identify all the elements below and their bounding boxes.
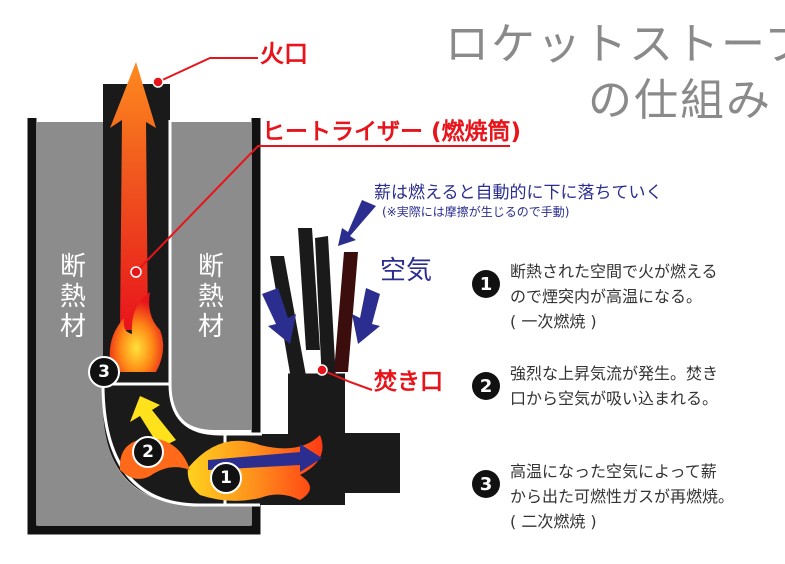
step-3-text: 高温になった空気によって薪 から出た可燃性ガスが再燃焼。 ( 二次燃焼 ) — [510, 460, 734, 534]
insulation-mid — [170, 384, 251, 430]
step-1-badge: 1 — [472, 270, 500, 298]
label-insulation-right: 断熱材 — [193, 252, 224, 342]
label-heat-riser: ヒートライザー (燃焼筒) — [262, 119, 522, 145]
air-arrow-right — [352, 288, 380, 344]
step-3-badge: 3 — [472, 470, 500, 498]
label-air: 空気 — [380, 256, 433, 286]
wood-note-arrow — [338, 200, 376, 246]
label-wood-note: 薪は燃えると自動的に下に落ちていく — [374, 183, 663, 203]
riser-flame — [109, 292, 164, 372]
label-firebox: 焚き口 — [374, 369, 443, 395]
air-arrow-left — [262, 288, 296, 344]
leader-chimney-top — [157, 57, 258, 83]
marker-step-2: 2 — [132, 436, 164, 468]
wood-stick-3 — [315, 236, 336, 382]
pipe-inner-line — [168, 120, 262, 436]
step-2-line-1: 強烈な上昇気流が発生。焚き — [510, 364, 719, 383]
insulation-right-block — [170, 122, 251, 384]
insulation-left-block — [37, 122, 103, 384]
heat-riser-pipe — [103, 84, 400, 505]
step-2-text: 強烈な上昇気流が発生。焚き 口から空気が吸い込まれる。 — [510, 362, 718, 412]
label-chimney-top: 火口 — [260, 40, 308, 68]
step-1-line-3: ( 一次燃焼 ) — [510, 311, 597, 331]
leader-heat-riser — [135, 145, 510, 273]
marker-step-1: 1 — [210, 462, 242, 494]
step-3-line-1: 高温になった空気によって薪 — [510, 462, 717, 481]
label-insulation-left: 断熱材 — [55, 252, 86, 342]
wood-stick-4 — [334, 252, 358, 372]
marker-step-3: 3 — [88, 356, 120, 388]
insulation-bottom — [37, 384, 251, 525]
step-2-badge: 2 — [472, 372, 500, 400]
step-1-text: 断熱された空間で火が燃える ので煙突内が高温になる。 ( 一次燃焼 ) — [510, 260, 718, 334]
step-1-line-2: ので煙突内が高温になる。 — [510, 286, 703, 306]
outer-wall — [27, 118, 261, 535]
page-title-line1: ロケットストーブ — [445, 19, 785, 70]
bend-arrow — [130, 396, 176, 448]
wood-stick-2 — [298, 228, 320, 350]
page-title-line2: の仕組み — [588, 75, 772, 126]
label-wood-subnote: (※実際には摩擦が生じるので手動) — [382, 205, 570, 219]
step-3-line-3: ( 二次燃焼 ) — [510, 511, 597, 531]
pipe-outer-line — [101, 383, 260, 507]
step-3-line-2: から出た可燃性ガスが再燃焼。 — [510, 486, 735, 506]
step-1-line-1: 断熱された空間で火が燃える — [510, 262, 718, 281]
step-2-line-2: 口から空気が吸い込まれる。 — [510, 388, 719, 408]
leader-firebox — [321, 369, 373, 391]
